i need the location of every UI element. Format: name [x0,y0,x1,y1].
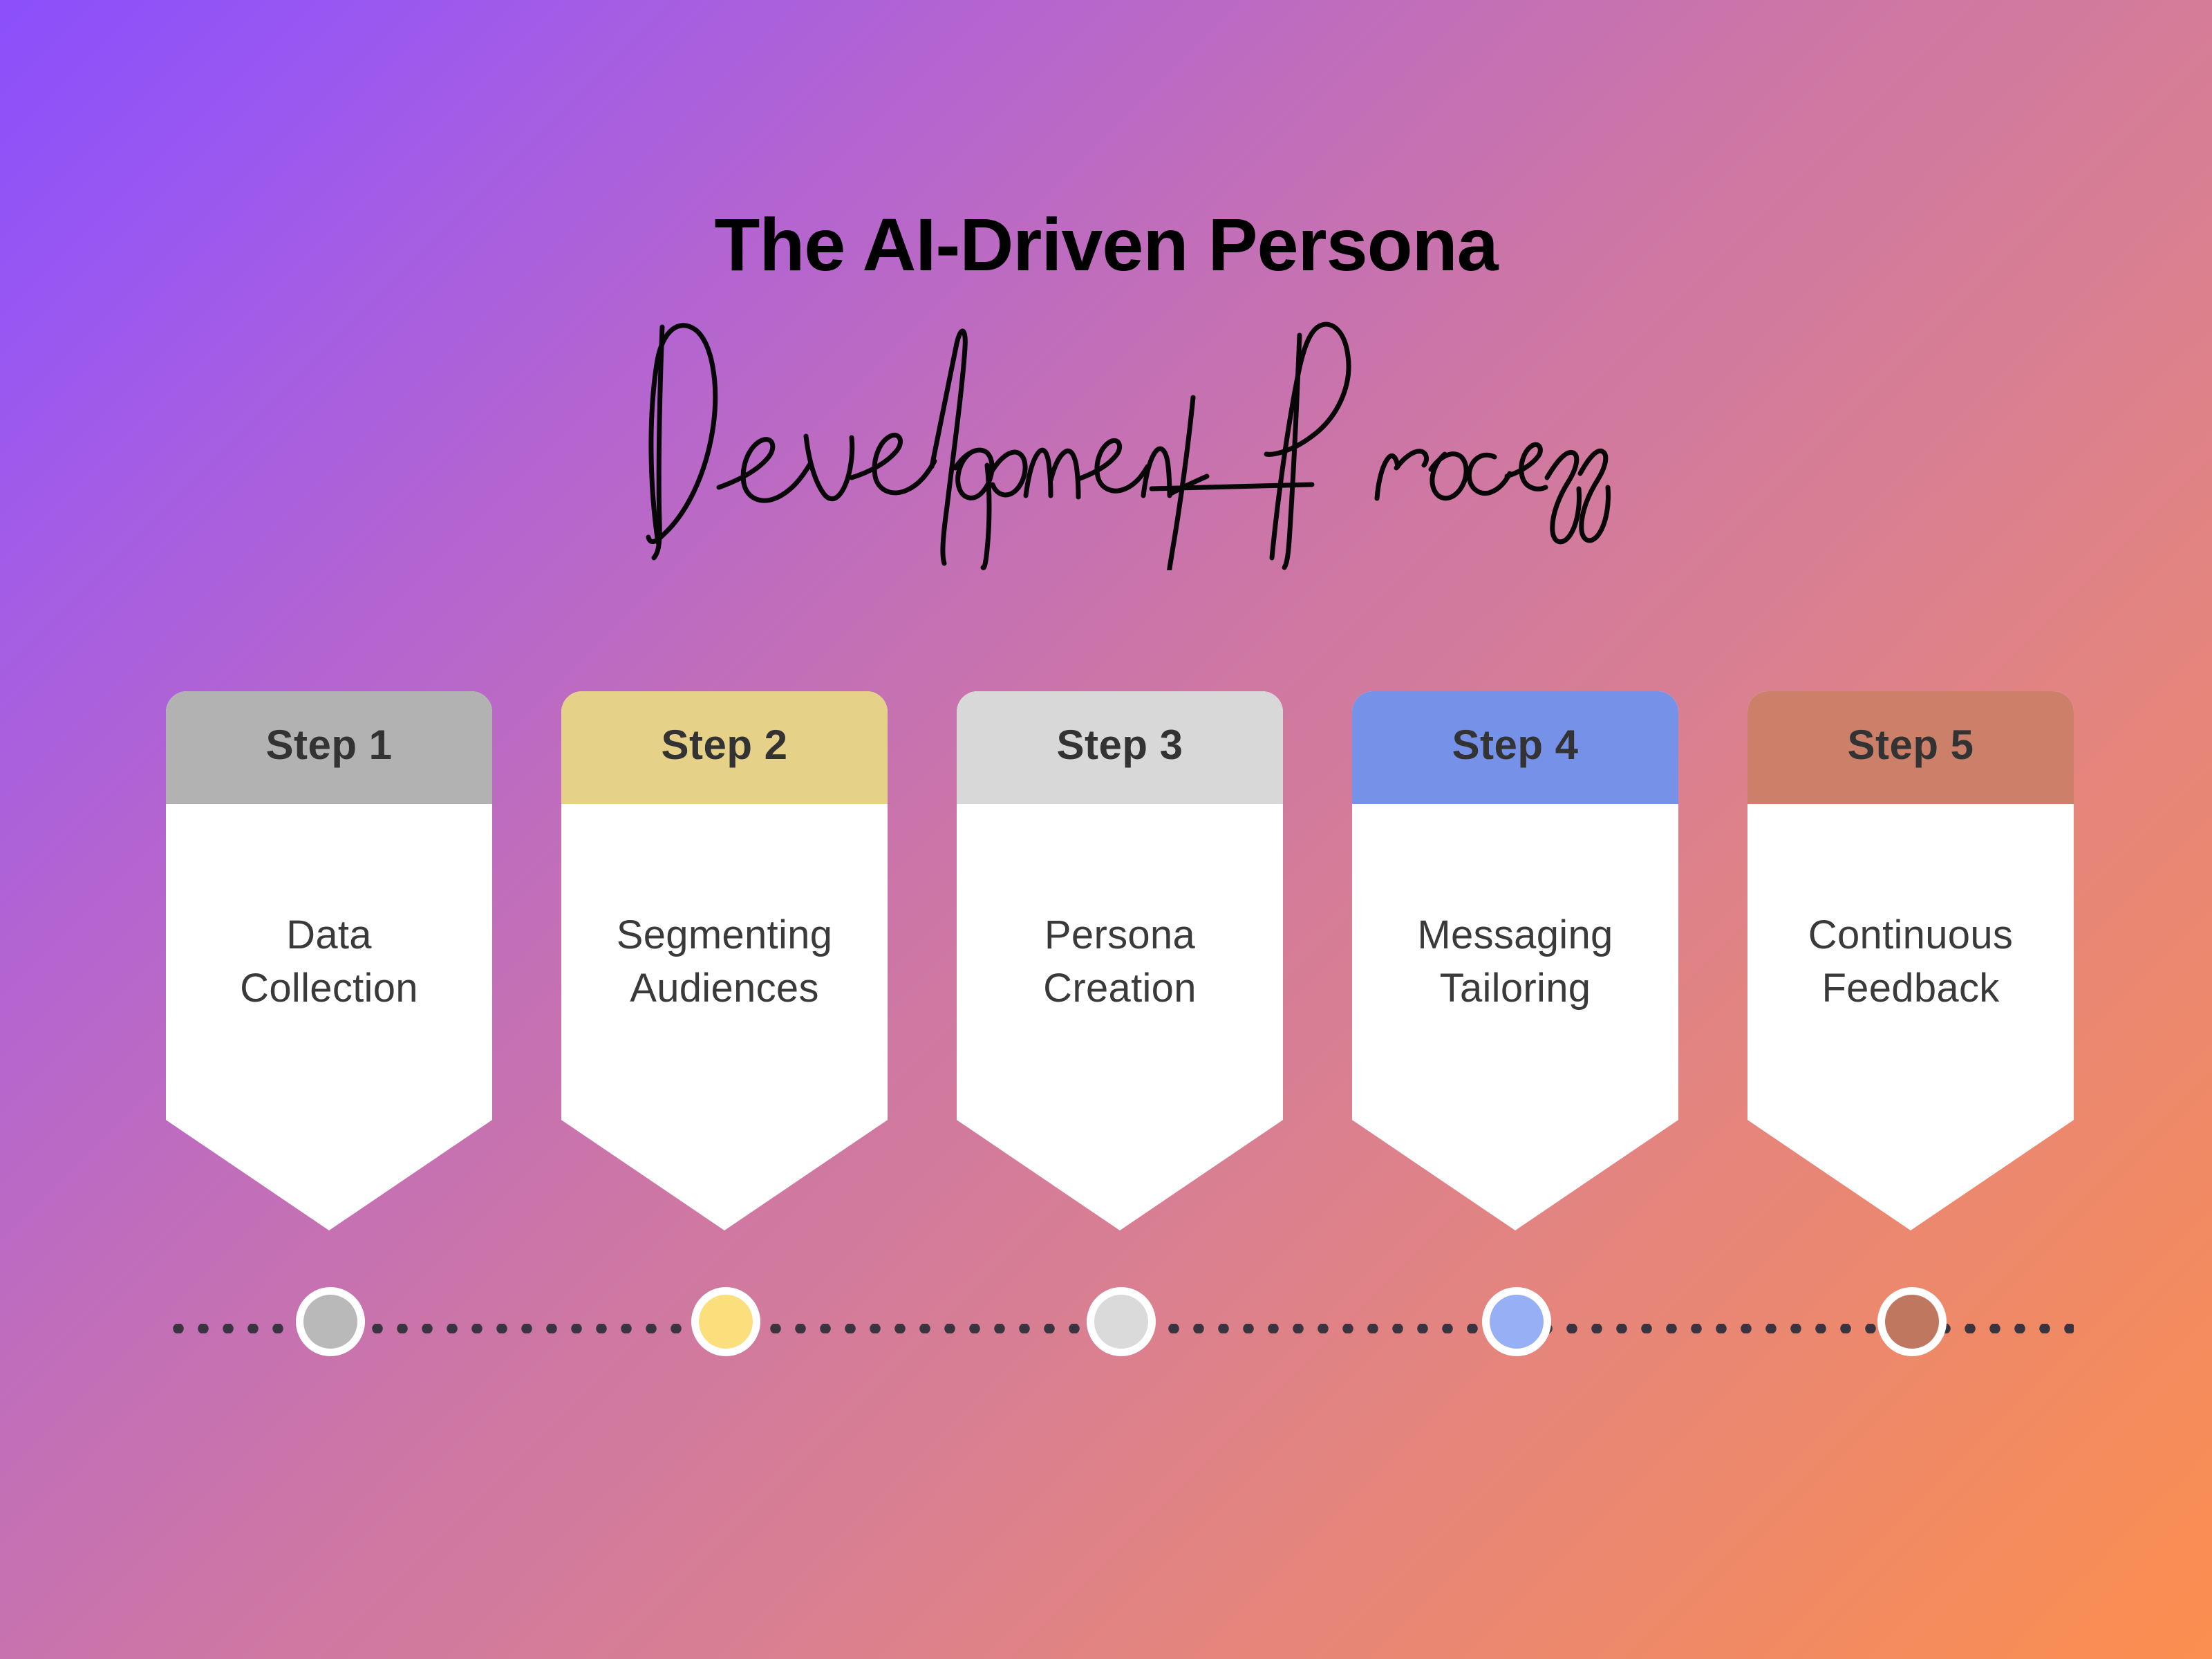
step-title-4: Messaging Tailoring [1417,909,1613,1015]
timeline-marker-3[interactable] [1087,1287,1156,1356]
step-label-4: Step 4 [1452,721,1579,768]
step-title-line2-3: Creation [1043,965,1197,1011]
step-body-5: Continuous Feedback [1747,804,2074,1120]
subtitle-script: Development Process [608,315,1611,570]
timeline-marker-1[interactable] [296,1287,365,1356]
step-title-line2-2: Audiences [630,965,819,1011]
step-title-line2-5: Feedback [1821,965,2000,1011]
step-header-5: Step 5 [1747,691,2074,804]
step-header-2: Step 2 [561,691,888,804]
step-card-2[interactable]: Step 2 Segmenting Audiences [561,691,888,1230]
step-card-1[interactable]: Step 1 Data Collection [166,691,492,1230]
page-title: The AI-Driven Persona [714,203,1498,286]
step-title-line1-1: Data [286,912,372,957]
step-title-line1-5: Continuous [1808,912,2014,957]
timeline-marker-5[interactable] [1877,1287,1947,1356]
timeline-marker-4[interactable] [1482,1287,1551,1356]
step-body-1: Data Collection [166,804,492,1120]
step-title-1: Data Collection [240,909,418,1015]
step-title-5: Continuous Feedback [1808,909,2013,1015]
step-body-3: Persona Creation [957,804,1283,1120]
step-header-3: Step 3 [957,691,1283,804]
step-title-line2-4: Tailoring [1439,965,1591,1011]
step-card-4[interactable]: Step 4 Messaging Tailoring [1352,691,1678,1230]
step-card-5[interactable]: Step 5 Continuous Feedback [1747,691,2074,1230]
step-title-2: Segmenting Audiences [617,909,833,1015]
step-header-4: Step 4 [1352,691,1678,804]
step-label-2: Step 2 [661,721,788,768]
timeline-marker-2[interactable] [691,1287,760,1356]
step-title-line1-3: Persona [1044,912,1196,957]
step-title-line1-2: Segmenting [616,912,833,957]
step-card-3[interactable]: Step 3 Persona Creation [957,691,1283,1230]
step-body-4: Messaging Tailoring [1352,804,1678,1120]
steps-row: Step 1 Data Collection Step 2 Segmenting… [166,691,2074,1244]
step-title-line2-1: Collection [240,965,418,1011]
step-body-2: Segmenting Audiences [561,804,888,1120]
step-label-1: Step 1 [265,721,393,768]
step-label-5: Step 5 [1847,721,1974,768]
step-label-3: Step 3 [1056,721,1183,768]
timeline [0,1287,2212,1377]
step-title-line1-4: Messaging [1417,912,1613,957]
step-title-3: Persona Creation [1043,909,1197,1015]
step-header-1: Step 1 [166,691,492,804]
